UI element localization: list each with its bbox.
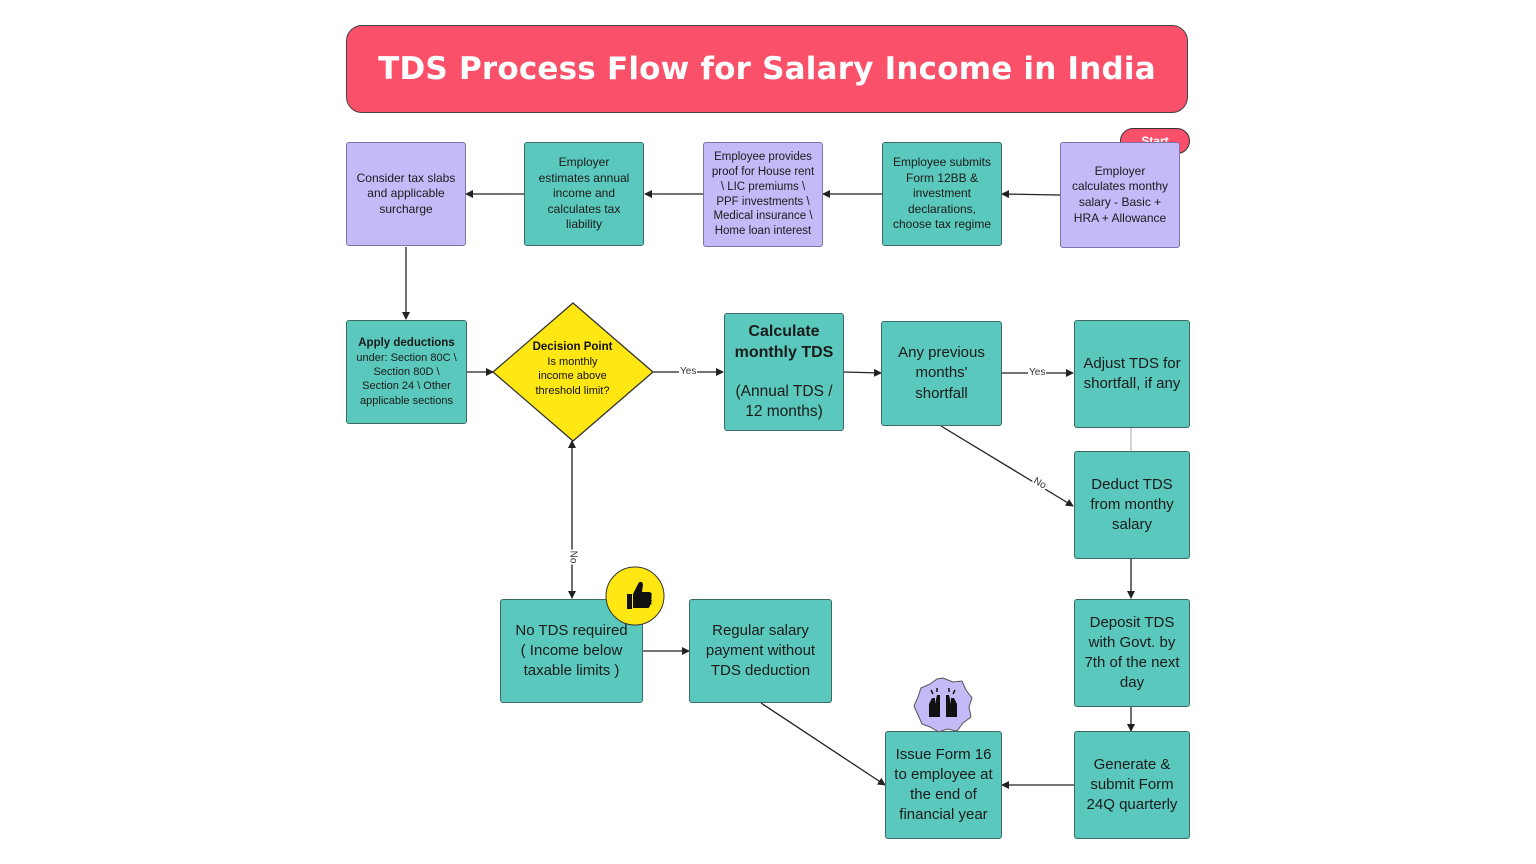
node-apply-deductions: Apply deductions under: Section 80C \ Se… [346, 320, 467, 424]
node-text: Adjust TDS for shortfall, if any [1083, 354, 1181, 392]
decision-question: Is monthly income above threshold limit? [535, 355, 610, 397]
node-calculate-monthly-tds: Calculate monthly TDS (Annual TDS / 12 m… [724, 313, 844, 431]
node-text: No TDS required ( Income below taxable l… [515, 621, 628, 680]
node-text: Deposit TDS with Govt. by 7th of the nex… [1084, 613, 1180, 692]
decision-diamond [492, 302, 654, 442]
node-text: Deduct TDS from monthy salary [1090, 475, 1174, 534]
node-employee-submits-form12bb: Employee submits Form 12BB & investment … [882, 142, 1002, 246]
raised-hands-icon [913, 677, 973, 733]
node-deposit-tds: Deposit TDS with Govt. by 7th of the nex… [1074, 599, 1190, 707]
node-text: Any previous months' shortfall [898, 344, 985, 402]
node-title: Apply deductions [358, 336, 455, 349]
decision-title: Decision Point [532, 341, 613, 353]
node-regular-salary-payment: Regular salary payment without TDS deduc… [689, 599, 832, 703]
page-title: TDS Process Flow for Salary Income in In… [378, 51, 1156, 87]
node-employer-estimates-income: Employer estimates annual income and cal… [524, 142, 644, 246]
node-text: under: Section 80C \ Section 80D \ Secti… [356, 351, 457, 407]
node-text: Regular salary payment without TDS deduc… [705, 621, 816, 680]
node-issue-form-16: Issue Form 16 to employee at the end of … [885, 731, 1002, 839]
node-text: Consider tax slabs and applicable surcha… [356, 170, 456, 216]
node-employer-calculates-salary: Employer calculates monthy salary - Basi… [1060, 142, 1180, 248]
node-adjust-tds-shortfall: Adjust TDS for shortfall, if any [1074, 320, 1190, 428]
node-deduct-tds: Deduct TDS from monthy salary [1074, 451, 1190, 559]
node-text: Employer estimates annual income and cal… [538, 155, 630, 232]
node-generate-form-24q: Generate & submit Form 24Q quarterly [1074, 731, 1190, 839]
title-banner: TDS Process Flow for Salary Income in In… [346, 25, 1188, 113]
edge-regular-to-issue [760, 702, 886, 786]
node-any-previous-shortfall: Any previous months' shortfall [881, 321, 1002, 426]
decision-label: Decision Point Is monthly income above t… [500, 340, 645, 398]
edge-calc-to-previous [843, 368, 882, 377]
thumbs-up-icon [605, 566, 665, 626]
edge-previous-to-deduct [940, 425, 1074, 507]
node-text: Generate & submit Form 24Q quarterly [1086, 755, 1178, 814]
node-consider-tax-slabs: Consider tax slabs and applicable surcha… [346, 142, 466, 246]
edge-employer-to-submit [1001, 190, 1061, 199]
node-text: (Annual TDS / 12 months) [735, 382, 833, 420]
edge-label-no-decision: No [567, 549, 579, 565]
edge-label-yes-decision: Yes [679, 366, 698, 377]
node-text: Issue Form 16 to employee at the end of … [894, 745, 993, 824]
node-text: Employee provides proof for House rent \… [711, 150, 815, 238]
node-text: Employer calculates monthy salary - Basi… [1071, 163, 1169, 225]
edge-label-yes-shortfall: Yes [1028, 367, 1047, 378]
node-text: Employee submits Form 12BB & investment … [892, 155, 992, 232]
node-employee-provides-proof: Employee provides proof for House rent \… [703, 142, 823, 247]
node-title: Calculate monthly TDS [734, 323, 834, 361]
